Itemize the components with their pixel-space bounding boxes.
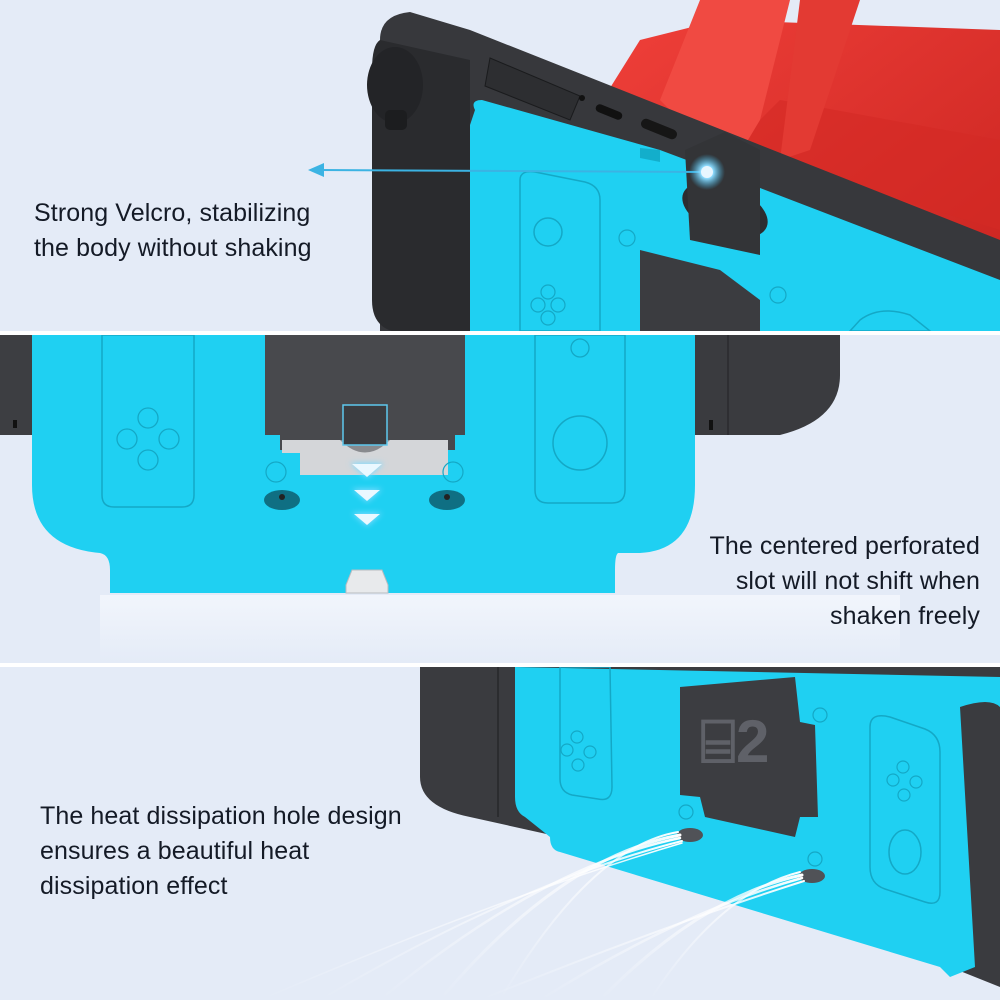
caption-line: Strong Velcro, stabilizing xyxy=(34,199,311,227)
caption-line: slot will not shift when xyxy=(735,567,980,595)
panel-divider xyxy=(0,663,1000,667)
callout-line xyxy=(319,169,707,173)
caption-velcro: Strong Velcro, stabilizing the body with… xyxy=(34,196,312,266)
callout-arrow-icon xyxy=(308,163,324,177)
down-arrows-icon xyxy=(350,463,384,526)
heat-illustration: ⌸2 xyxy=(259,667,1000,1000)
caption-line: The heat dissipation hole design xyxy=(40,802,402,830)
caption-slot: The centered perforated slot will not sh… xyxy=(709,529,980,634)
panel-heat: ⌸2 The heat dissi xyxy=(0,667,1000,1000)
console-right-edge xyxy=(695,335,840,435)
cyan-cover xyxy=(32,335,695,593)
caption-line: dissipation effect xyxy=(40,872,228,900)
screen-window xyxy=(680,677,818,837)
airflow-streaks xyxy=(259,831,805,1000)
velcro-illustration xyxy=(308,0,1000,331)
caption-line: shaken freely xyxy=(830,602,980,630)
blurred-logo: ⌸2 xyxy=(700,708,769,775)
panel-velcro: Strong Velcro, stabilizing the body with… xyxy=(0,0,1000,331)
shoulder-button xyxy=(367,47,423,123)
vent-hole-left xyxy=(677,828,703,842)
console-left-edge xyxy=(0,335,32,435)
screen-window xyxy=(640,250,760,331)
caption-line: the body without shaking xyxy=(34,234,312,262)
slot-illustration xyxy=(0,335,900,663)
caption-line: ensures a beautiful heat xyxy=(40,837,310,865)
velcro-strap xyxy=(685,132,760,255)
panel-slot: The centered perforated slot will not sh… xyxy=(0,335,1000,663)
hinge-clip xyxy=(345,569,389,594)
caption-line: The centered perforated xyxy=(709,532,980,560)
panel-divider xyxy=(0,331,1000,335)
slot-tab xyxy=(342,404,388,446)
caption-heat: The heat dissipation hole design ensures… xyxy=(40,799,402,904)
vent-hole-right xyxy=(799,869,825,883)
